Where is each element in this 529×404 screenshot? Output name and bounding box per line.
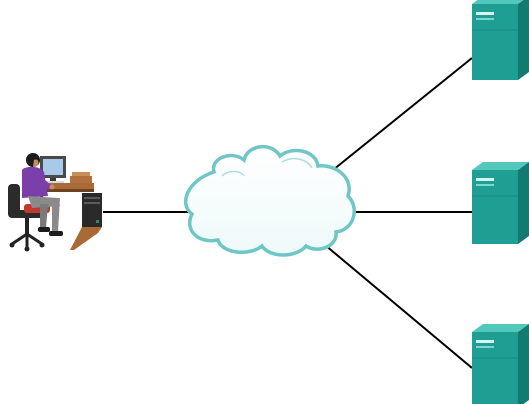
- pc-tower: [70, 193, 102, 250]
- server-top: [472, 0, 529, 80]
- server-tower-icon: [472, 324, 529, 404]
- user-figure: [22, 153, 63, 236]
- server-bottom: [472, 324, 529, 404]
- links: [103, 57, 473, 369]
- server-tower-icon: [472, 0, 529, 80]
- server-tower-icon: [472, 162, 529, 244]
- cloud-icon: [183, 145, 356, 257]
- person-at-computer-icon: [8, 153, 102, 252]
- link-cloud-to-server-top: [322, 57, 473, 179]
- link-cloud-to-server-bottom: [324, 244, 473, 369]
- server-middle: [472, 162, 529, 244]
- desk: [38, 183, 94, 189]
- head: [26, 153, 40, 167]
